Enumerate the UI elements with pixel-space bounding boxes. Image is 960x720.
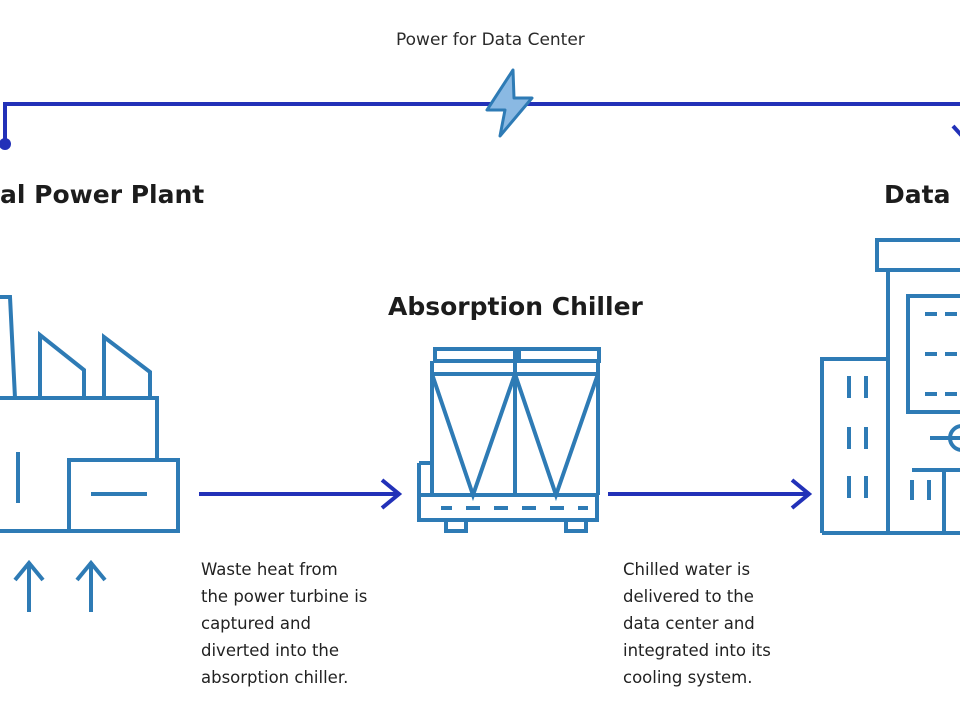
caption-line: absorption chiller.	[201, 668, 349, 687]
caption-line: integrated into its	[623, 641, 771, 660]
power-line-label: Power for Data Center	[396, 30, 585, 50]
absorption-chiller-title: Absorption Chiller	[388, 292, 643, 321]
caption-line: diverted into the	[201, 641, 340, 660]
power-line-end-arrow	[951, 124, 960, 137]
waste-heat-caption: Waste heat from the power turbine is cap…	[201, 556, 367, 691]
caption-line: Waste heat from	[201, 560, 338, 579]
waste-heat-arrow	[199, 478, 403, 510]
absorption-chiller-icon	[417, 347, 601, 533]
data-center-icon	[820, 238, 960, 535]
power-line	[3, 102, 960, 143]
caption-line: Chilled water is	[623, 560, 751, 579]
chilled-water-arrow	[608, 478, 813, 510]
caption-line: delivered to the	[623, 587, 754, 606]
power-plant-title: al Power Plant	[0, 180, 205, 209]
data-center-title: Data C	[884, 180, 960, 209]
caption-line: the power turbine is	[201, 587, 368, 606]
power-plant-icon	[0, 295, 180, 533]
power-line-start-dot	[0, 138, 11, 150]
lightning-bolt-icon	[485, 68, 534, 138]
caption-line: data center and	[623, 614, 755, 633]
caption-line: cooling system.	[623, 668, 753, 687]
caption-line: captured and	[201, 614, 311, 633]
chilled-water-caption: Chilled water is delivered to the data c…	[623, 556, 771, 691]
rising-heat-arrows-icon	[13, 559, 107, 612]
